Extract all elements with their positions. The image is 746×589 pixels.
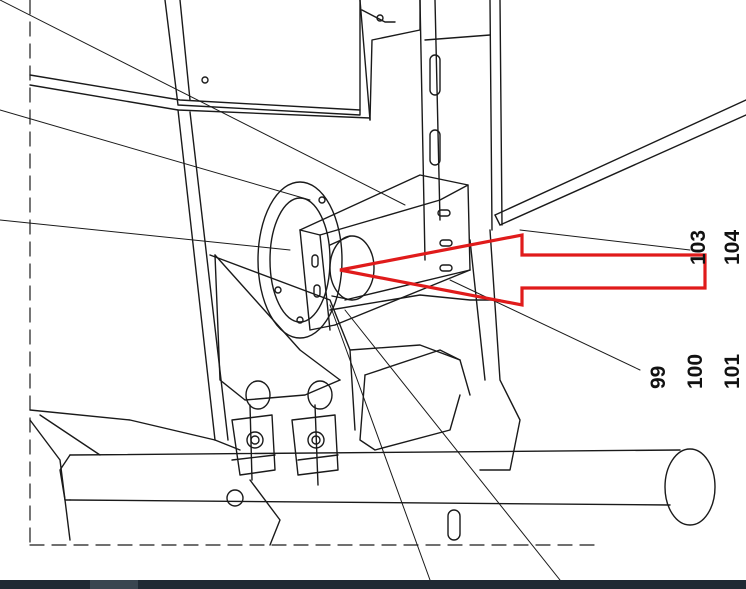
dashed-frame — [29, 0, 601, 546]
swing-arm — [214, 254, 341, 401]
motor-cylinder — [329, 235, 375, 301]
callout-101: 101 — [721, 353, 744, 389]
mounting-bracket — [299, 174, 501, 331]
callout-103: 103 — [687, 229, 710, 265]
upper-housing — [29, 0, 503, 441]
callout-104: 104 — [721, 229, 744, 265]
toolbar-tab[interactable] — [90, 580, 138, 589]
motor-plate — [257, 181, 343, 339]
spring-latches — [231, 380, 339, 486]
leader-lines — [0, 0, 691, 580]
bottom-toolbar — [0, 580, 746, 589]
right-arm — [469, 99, 746, 471]
handle-bar — [59, 448, 716, 526]
slotted-rail — [429, 54, 461, 541]
callout-99: 99 — [647, 365, 670, 389]
callout-100: 100 — [684, 353, 707, 389]
red-arrow-annotation — [339, 233, 707, 307]
